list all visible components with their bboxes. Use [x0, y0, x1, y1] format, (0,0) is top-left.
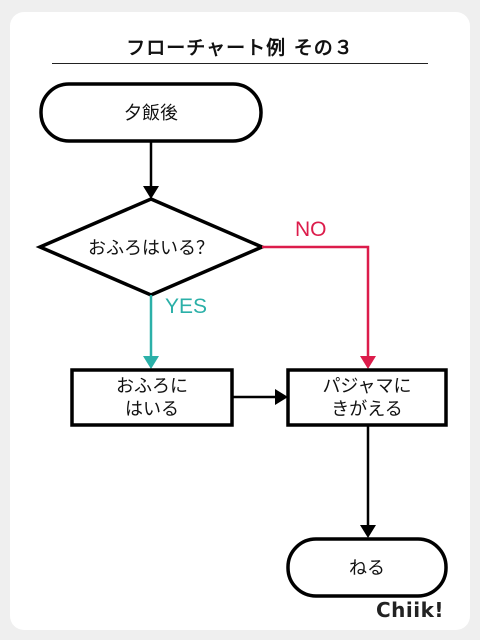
bath-node-label-line1: おふろに [116, 376, 188, 397]
pajama-node: パジャマに きがえる [286, 368, 448, 427]
edge-yes [143, 295, 159, 369]
end-node-label: ねる [349, 558, 385, 579]
decision-node-label: おふろはいる？ [88, 238, 214, 259]
bath-node: おふろに はいる [70, 368, 234, 427]
arrowhead-end [360, 525, 376, 538]
decision-node: おふろはいる？ [35, 197, 267, 297]
title-divider [52, 63, 428, 64]
page-title: フローチャート例 その３ [126, 37, 354, 59]
edge-no [262, 245, 376, 369]
yes-label: YES [165, 295, 207, 318]
bath-node-label-line2: はいる [125, 399, 179, 420]
arrowhead-pajama [275, 389, 288, 405]
no-label: NO [295, 218, 327, 241]
pajama-node-label-line1: パジャマに [322, 376, 411, 397]
pajama-node-label-line2: きがえる [331, 399, 402, 420]
start-node-label: 夕飯後 [124, 103, 178, 124]
brand-logo: Chiik! [376, 598, 445, 622]
end-node: ねる [286, 537, 448, 598]
arrowhead-decision [143, 186, 159, 199]
start-node: 夕飯後 [39, 82, 263, 143]
